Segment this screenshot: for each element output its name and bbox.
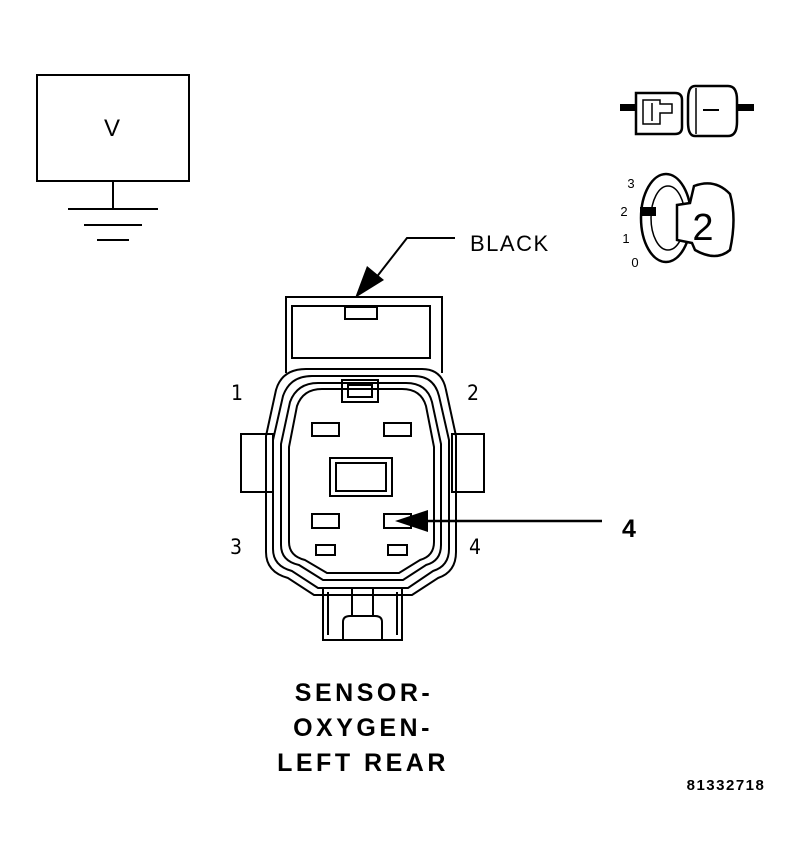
pin-label-4: 4 bbox=[469, 535, 481, 559]
ground-icon bbox=[68, 208, 158, 241]
ignition-position-1: 1 bbox=[622, 231, 629, 246]
pin-label-3: 3 bbox=[230, 535, 242, 559]
pin-1-terminal bbox=[311, 422, 340, 437]
component-title-line-1: SENSOR- bbox=[295, 679, 433, 707]
voltmeter-icon: V bbox=[36, 74, 190, 241]
component-title-line-2: OXYGEN- bbox=[293, 714, 433, 742]
pin-3-terminal bbox=[311, 513, 340, 529]
component-title-line-3: LEFT REAR bbox=[277, 749, 449, 777]
ignition-position-2: 2 bbox=[620, 204, 627, 219]
pin-callout-number: 4 bbox=[622, 515, 636, 543]
pin-callout-arrow: 4 bbox=[395, 510, 636, 543]
pin-label-2: 2 bbox=[467, 381, 479, 405]
ignition-key-position: 2 bbox=[692, 207, 713, 249]
pin-label-1: 1 bbox=[231, 381, 243, 405]
ignition-position-0: 0 bbox=[631, 255, 638, 270]
ignition-switch-icon: 3 2 1 0 2 bbox=[620, 172, 735, 270]
color-callout: BLACK bbox=[355, 231, 550, 298]
connector-disconnected-icon bbox=[620, 84, 754, 138]
ignition-position-3: 3 bbox=[627, 176, 634, 191]
pin-2-terminal bbox=[383, 422, 412, 437]
connector-body bbox=[240, 296, 485, 641]
figure-id: 81332718 bbox=[687, 777, 766, 794]
voltmeter-symbol: V bbox=[104, 115, 120, 142]
connector-color-label: BLACK bbox=[470, 231, 550, 256]
